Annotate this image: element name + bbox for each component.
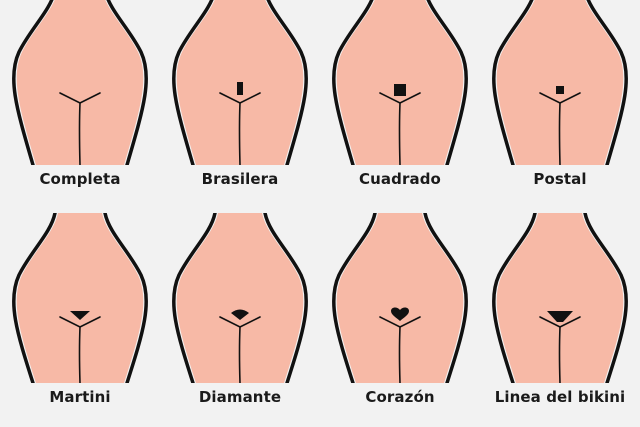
style-card-postal: Postal: [480, 0, 640, 213]
body-fill: [496, 0, 624, 165]
body-figure: [12, 0, 148, 165]
style-card-cuadrado: Cuadrado: [320, 0, 480, 213]
body-fill: [16, 0, 144, 165]
body-outline-left: [172, 0, 214, 165]
style-card-completa: Completa: [0, 0, 160, 213]
inner-thigh-line: [398, 326, 401, 383]
body-outline-right: [106, 0, 148, 165]
wide-triangle-shape: [547, 311, 573, 322]
body-outline-right: [263, 213, 308, 383]
body-outline-left: [492, 213, 537, 383]
body-outline-left: [332, 0, 374, 165]
style-label: Linea del bikini: [494, 388, 626, 406]
style-label: Brasilera: [201, 170, 279, 188]
triangle-shape: [70, 311, 90, 320]
body-fill: [336, 0, 464, 165]
body-fill: [176, 213, 304, 383]
small-square-shape: [556, 86, 564, 94]
inner-thigh-line: [78, 326, 81, 383]
body-figure: [12, 213, 148, 383]
body-outline-right: [423, 213, 468, 383]
body-figure: [172, 213, 308, 383]
body-fill: [336, 213, 464, 383]
body-figure: [492, 213, 628, 383]
diamond-shape: [231, 309, 249, 320]
body-figure: [492, 0, 628, 165]
style-card-linea-del-bikini: Linea del bikini: [480, 213, 640, 426]
body-fill: [16, 213, 144, 383]
body-outline-right: [266, 0, 308, 165]
style-card-diamante: Diamante: [160, 213, 320, 426]
body-outline-right: [583, 213, 628, 383]
style-label: Cuadrado: [359, 170, 441, 188]
body-outline-left: [172, 213, 217, 383]
body-fill: [496, 213, 624, 383]
body-outline-left: [332, 213, 377, 383]
inner-thigh-line: [238, 102, 241, 165]
inner-thigh-line: [558, 326, 561, 383]
body-outline-left: [12, 0, 54, 165]
body-outline-right: [426, 0, 468, 165]
body-figure: [332, 213, 468, 383]
strip-shape: [237, 82, 243, 95]
body-outline-left: [492, 0, 534, 165]
body-outline-right: [586, 0, 628, 165]
inner-thigh-line: [238, 326, 241, 383]
inner-thigh-line: [558, 102, 561, 165]
heart-shape: [391, 307, 409, 321]
style-label: Diamante: [198, 388, 282, 406]
body-outline-left: [12, 213, 57, 383]
body-outline-right: [103, 213, 148, 383]
style-label: Completa: [39, 170, 121, 188]
body-figure: [172, 0, 308, 165]
style-card-brasilera: Brasilera: [160, 0, 320, 213]
body-figure: [332, 0, 468, 165]
inner-thigh-line: [398, 102, 401, 165]
square-shape: [394, 84, 406, 96]
inner-thigh-line: [78, 102, 81, 165]
style-label: Corazón: [365, 388, 435, 406]
style-card-martini: Martini: [0, 213, 160, 426]
style-card-corazon: Corazón: [320, 213, 480, 426]
style-label: Martini: [49, 388, 111, 406]
style-label: Postal: [533, 170, 587, 188]
